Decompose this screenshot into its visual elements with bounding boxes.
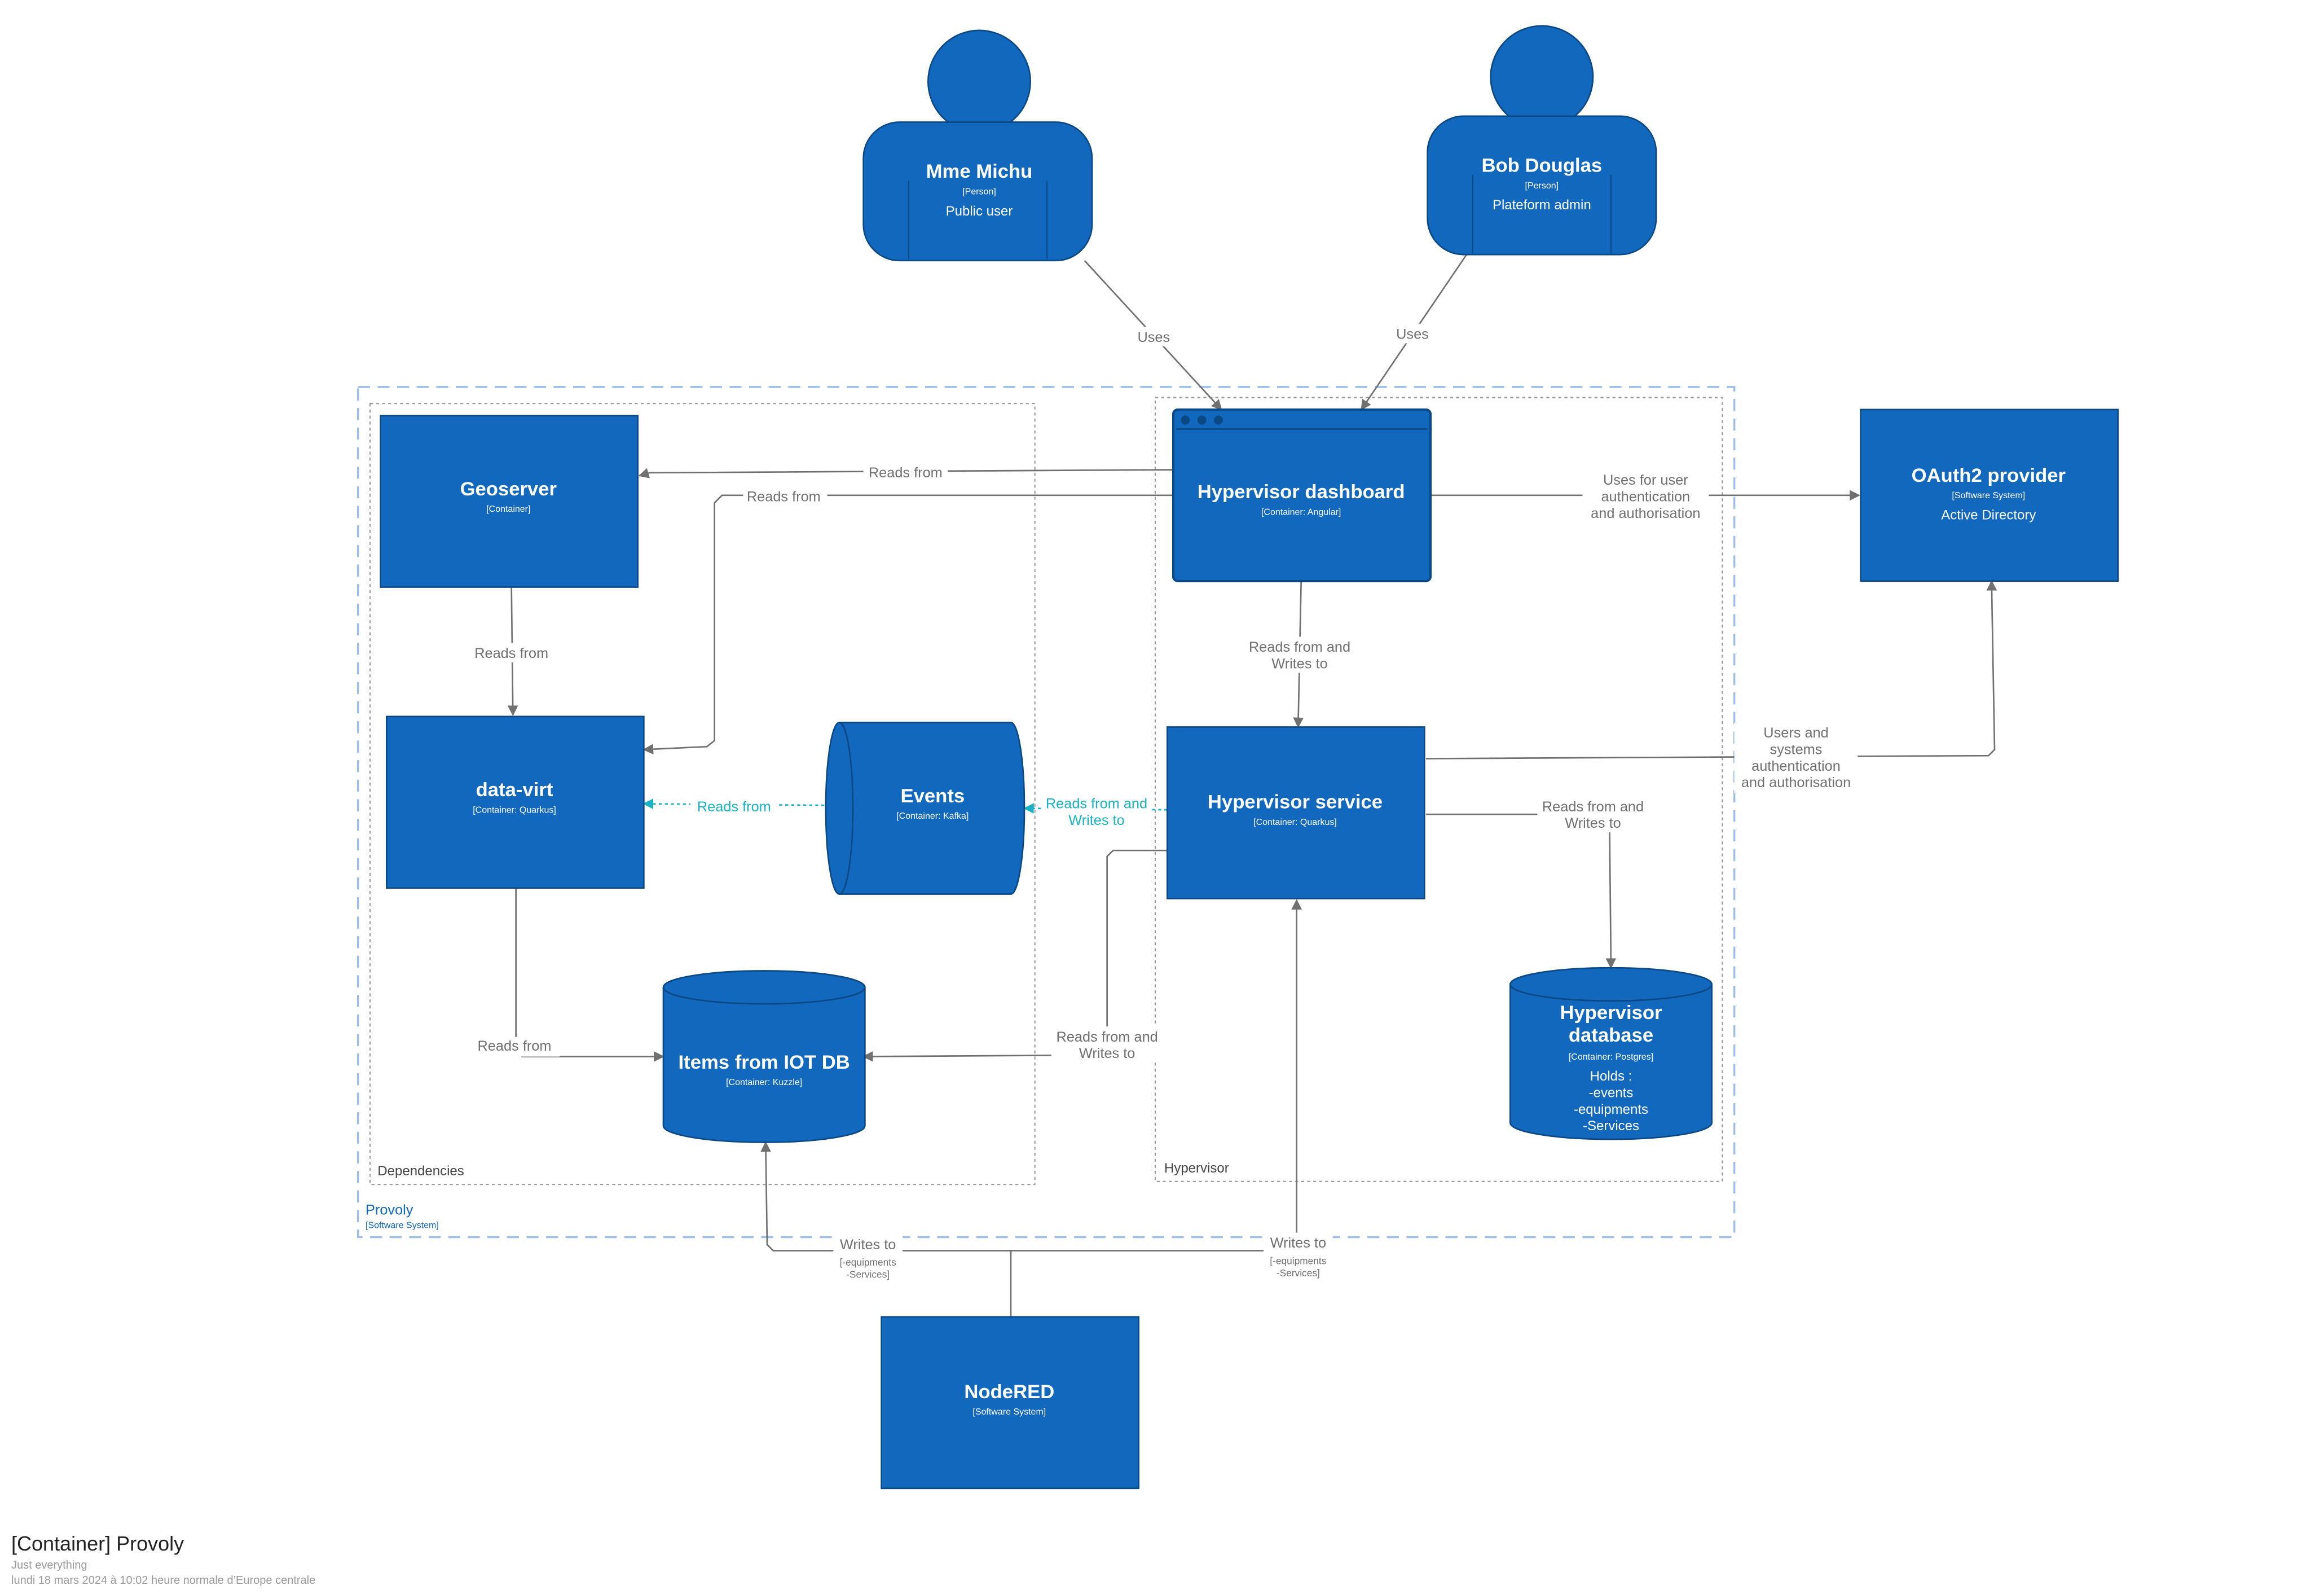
edge-datavirt-items xyxy=(515,888,664,1062)
person-description: Plateform admin xyxy=(1493,197,1591,213)
edge-nodered-items xyxy=(760,1141,1012,1317)
container-description-line1: Holds : xyxy=(1590,1069,1632,1084)
person-name: Bob Douglas xyxy=(1481,155,1602,177)
container-type: [Container] xyxy=(486,504,530,514)
container-name: data-virt xyxy=(476,779,553,801)
container-type: [Container: Angular] xyxy=(1261,508,1341,517)
container-name-line2: database xyxy=(1569,1025,1653,1046)
person-name: Mme Michu xyxy=(926,161,1033,182)
edge-label-dash-oauth-1: Uses for user xyxy=(1603,472,1688,488)
person-mme-michu[interactable]: Mme Michu [Person] Public user xyxy=(862,29,1093,262)
diagram-title: [Container] Provoly xyxy=(11,1532,184,1555)
provoly-boundary-type: [Software System] xyxy=(366,1221,439,1231)
window-dot-icon xyxy=(1181,415,1190,425)
edge-label-nodered-service: Writes to xyxy=(1270,1235,1326,1251)
edge-label-service-items-2: Writes to xyxy=(1079,1046,1135,1061)
edge-label-service-oauth-4: and authorisation xyxy=(1741,775,1851,791)
edge-nodered-service xyxy=(1011,899,1302,1252)
edge-labels: Uses Uses Reads from Reads from Uses for… xyxy=(469,323,1858,1283)
edge-label-dash-geo: Reads from xyxy=(869,465,943,481)
edge-tech-nodered-service-1: [-equipments xyxy=(1270,1255,1327,1267)
container-description-line3: -equipments xyxy=(1574,1102,1648,1117)
system-nodered[interactable]: NodeRED [Software System] xyxy=(881,1316,1139,1490)
container-type: [Container: Kafka] xyxy=(896,811,969,821)
container-events-queue[interactable]: Events [Container: Kafka] xyxy=(825,722,1025,895)
container-type: [Container: Postgres] xyxy=(1569,1052,1653,1062)
container-type: [Container: Quarkus] xyxy=(473,806,556,815)
person-type: [Person] xyxy=(962,187,996,197)
edge-service-database xyxy=(1426,813,1617,969)
container-name: Items from IOT DB xyxy=(679,1052,850,1073)
container-name: Events xyxy=(901,785,965,807)
edge-label-michu-uses: Uses xyxy=(1137,330,1170,345)
edge-dashboard-datavirt xyxy=(642,494,1173,755)
container-name: Hypervisor dashboard xyxy=(1198,481,1405,503)
edge-label-service-oauth-3: authentication xyxy=(1751,758,1841,774)
edge-label-service-oauth-2: systems xyxy=(1770,742,1823,758)
edge-label-bob-uses: Uses xyxy=(1396,327,1429,342)
edge-label-dash-oauth-3: and authorisation xyxy=(1591,506,1700,521)
edge-label-geo-datavirt: Reads from xyxy=(474,645,548,661)
diagram-date: lundi 18 mars 2024 à 10:02 heure normale… xyxy=(11,1574,316,1587)
dependencies-boundary: Dependencies xyxy=(369,403,1036,1185)
container-type: [Container: Kuzzle] xyxy=(726,1078,802,1087)
system-name: OAuth2 provider xyxy=(1912,465,2066,486)
system-name: NodeRED xyxy=(964,1381,1054,1403)
edge-service-oauth xyxy=(1425,579,1997,759)
person-bob-douglas[interactable]: Bob Douglas [Person] Plateform admin xyxy=(1427,25,1657,256)
window-dot-icon xyxy=(1214,415,1223,425)
diagram-footer: [Container] Provoly Just everything lund… xyxy=(11,1532,315,1587)
edge-dashboard-geoserver xyxy=(638,468,1174,478)
provoly-boundary-name: Provoly xyxy=(366,1202,413,1218)
edge-tech-nodered-service-2: -Services] xyxy=(1277,1267,1320,1279)
container-hypervisor-dashboard[interactable]: Hypervisor dashboard [Container: Angular… xyxy=(1172,408,1432,582)
edge-label-nodered-items: Writes to xyxy=(840,1237,896,1253)
container-description-line2: -events xyxy=(1589,1086,1634,1101)
container-data-virt[interactable]: data-virt [Container: Quarkus] xyxy=(385,715,645,889)
dependencies-boundary-name: Dependencies xyxy=(377,1163,464,1179)
edge-label-datavirt-items: Reads from xyxy=(478,1038,552,1054)
provoly-boundary: Provoly [Software System] xyxy=(356,386,1736,1239)
container-geoserver[interactable]: Geoserver [Container] xyxy=(380,415,639,588)
edge-label-service-events-1: Reads from and xyxy=(1046,796,1147,812)
container-hypervisor-database[interactable]: Hypervisor database [Container: Postgres… xyxy=(1509,967,1713,1140)
edge-label-dash-service-1: Reads from and xyxy=(1249,639,1350,655)
edge-label-service-db-2: Writes to xyxy=(1565,815,1621,831)
edge-label-dash-service-2: Writes to xyxy=(1271,656,1327,672)
container-name: Geoserver xyxy=(460,478,557,500)
edge-label-service-items-1: Reads from and xyxy=(1057,1029,1158,1045)
container-description-line4: -Services xyxy=(1583,1118,1639,1134)
system-type: [Software System] xyxy=(972,1407,1046,1417)
edge-label-dash-oauth-2: authentication xyxy=(1601,489,1690,505)
system-oauth2-provider[interactable]: OAuth2 provider [Software System] Active… xyxy=(1860,409,2119,582)
person-description: Public user xyxy=(946,204,1013,219)
hypervisor-boundary: Hypervisor xyxy=(1154,397,1723,1182)
edge-label-service-db-1: Reads from and xyxy=(1542,799,1644,815)
edge-label-service-events-2: Writes to xyxy=(1068,813,1124,828)
edge-tech-nodered-items-1: [-equipments xyxy=(840,1257,897,1268)
edge-tech-nodered-items-2: -Services] xyxy=(846,1269,890,1280)
person-type: [Person] xyxy=(1525,181,1559,191)
container-name-line1: Hypervisor xyxy=(1560,1002,1662,1024)
window-dot-icon xyxy=(1197,415,1207,425)
container-name: Hypervisor service xyxy=(1208,792,1383,813)
system-type: [Software System] xyxy=(1952,491,2025,500)
container-hypervisor-service[interactable]: Hypervisor service [Container: Quarkus] xyxy=(1166,726,1425,899)
diagram-subtitle: Just everything xyxy=(11,1559,87,1571)
container-items-iot-db[interactable]: Items from IOT DB [Container: Kuzzle] xyxy=(662,970,866,1143)
edge-label-dash-datavirt: Reads from xyxy=(747,489,821,505)
edge-label-service-oauth-1: Users and xyxy=(1763,725,1828,741)
container-type: [Container: Quarkus] xyxy=(1253,818,1337,827)
hypervisor-boundary-name: Hypervisor xyxy=(1164,1161,1229,1176)
edge-label-events-datavirt: Reads from xyxy=(697,799,771,815)
system-description: Active Directory xyxy=(1941,508,2036,523)
